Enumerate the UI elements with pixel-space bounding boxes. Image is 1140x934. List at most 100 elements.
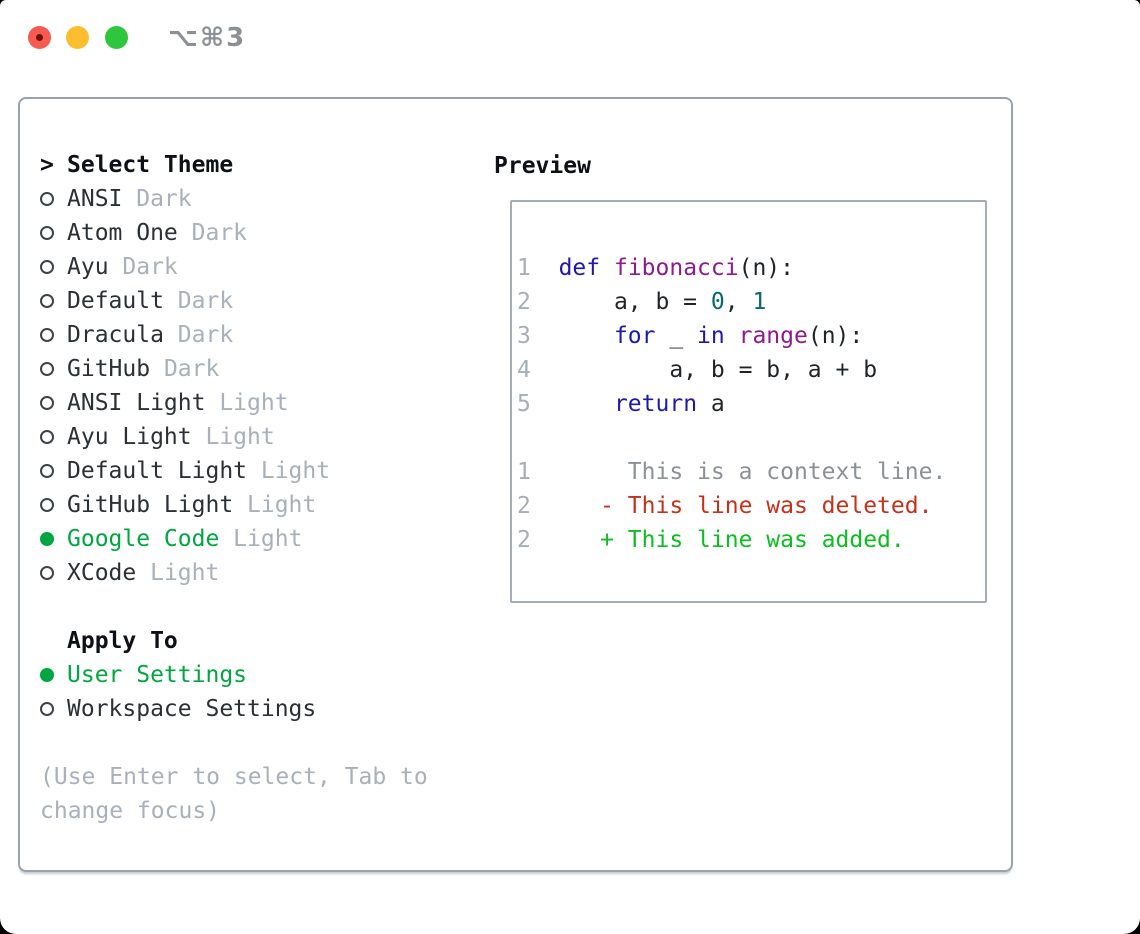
apply-to-header: Apply To xyxy=(40,624,428,658)
line-number: 3 xyxy=(517,323,531,349)
theme-variant-label: Light xyxy=(233,492,317,518)
preview-line: 5 return a xyxy=(517,387,946,421)
theme-option-atom-one-dark[interactable]: Atom One Dark xyxy=(40,216,428,250)
theme-variant-label: Dark xyxy=(150,356,220,382)
radio-circle-icon xyxy=(40,702,54,716)
preview-line: 2 - This line was deleted. xyxy=(517,489,946,523)
prompt-marker: > xyxy=(40,148,67,182)
keyboard-hint: (Use Enter to select, Tab to xyxy=(40,760,428,794)
theme-list-title: Select Theme xyxy=(67,152,234,178)
theme-variant-label: Light xyxy=(205,390,289,416)
theme-option-ayu-light-light[interactable]: Ayu Light Light xyxy=(40,420,428,454)
preview-box xyxy=(510,200,987,603)
code-token: def xyxy=(558,255,601,281)
theme-variant-label: Dark xyxy=(163,322,234,348)
keyboard-hint-text: change focus) xyxy=(40,798,221,824)
zoom-button[interactable] xyxy=(105,26,128,49)
radio-icon xyxy=(40,454,67,488)
radio-icon xyxy=(40,386,67,420)
theme-name: GitHub xyxy=(67,356,151,382)
apply-option-workspace-settings[interactable]: Workspace Settings xyxy=(40,692,428,726)
theme-name: Default xyxy=(67,288,164,314)
code-token: _ xyxy=(655,323,698,349)
theme-variant-label: Light xyxy=(247,458,331,484)
code-token xyxy=(725,323,739,349)
preview-line: 2 a, b = 0, 1 xyxy=(517,285,946,319)
radio-icon xyxy=(40,352,67,386)
preview-line: 1 This is a context line. xyxy=(517,455,946,489)
apply-option-user-settings[interactable]: User Settings xyxy=(40,658,428,692)
radio-icon xyxy=(40,420,67,454)
line-number: 1 xyxy=(517,459,531,485)
theme-option-default-light-light[interactable]: Default Light Light xyxy=(40,454,428,488)
code-token: range xyxy=(738,323,808,349)
line-number: 4 xyxy=(517,357,531,383)
selection-prompt-icon: > xyxy=(40,152,54,178)
code-token: in xyxy=(697,323,725,349)
code-token xyxy=(531,493,600,519)
code-token xyxy=(531,323,614,349)
theme-option-ayu-dark[interactable]: Ayu Dark xyxy=(40,250,428,284)
theme-option-ansi-light-light[interactable]: ANSI Light Light xyxy=(40,386,428,420)
theme-variant-label: Light xyxy=(219,526,303,552)
theme-option-github-light-light[interactable]: GitHub Light Light xyxy=(40,488,428,522)
preview-line: 1 def fibonacci(n): xyxy=(517,251,946,285)
apply-option-label: Workspace Settings xyxy=(67,696,317,722)
radio-circle-icon xyxy=(40,498,54,512)
code-token: 0 xyxy=(710,289,725,315)
radio-circle-icon xyxy=(40,668,54,682)
code-token: , xyxy=(724,289,753,315)
theme-name: Atom One xyxy=(67,220,178,246)
radio-icon xyxy=(40,318,67,352)
preview-line: 3 for _ in range(n): xyxy=(517,319,946,353)
radio-selected-icon xyxy=(40,522,67,556)
code-token: - This line was deleted. xyxy=(600,493,933,519)
theme-variant-label: Light xyxy=(136,560,220,586)
radio-icon xyxy=(40,182,67,216)
code-token: a xyxy=(697,391,725,417)
radio-circle-icon xyxy=(40,260,54,274)
code-token: a, b = b, a + b xyxy=(530,357,878,383)
radio-circle-icon xyxy=(40,226,54,240)
close-button[interactable] xyxy=(28,26,51,49)
code-token: fibonacci xyxy=(613,255,739,281)
theme-name: ANSI Light xyxy=(67,390,206,416)
theme-option-google-code-light[interactable]: Google Code Light xyxy=(40,522,428,556)
spacer-row xyxy=(40,590,428,624)
radio-circle-icon xyxy=(40,362,54,376)
theme-option-github-dark[interactable]: GitHub Dark xyxy=(40,352,428,386)
line-number: 2 xyxy=(517,289,531,315)
theme-name: Google Code xyxy=(67,526,220,552)
theme-name: GitHub Light xyxy=(67,492,234,518)
theme-option-xcode-light[interactable]: XCode Light xyxy=(40,556,428,590)
code-token: a, b = xyxy=(530,289,711,315)
theme-variant-label: Dark xyxy=(122,186,192,212)
preview-line: 4 a, b = b, a + b xyxy=(517,353,946,387)
radio-circle-icon xyxy=(40,430,54,444)
radio-circle-icon xyxy=(40,566,54,580)
radio-icon xyxy=(40,556,67,590)
theme-variant-label: Dark xyxy=(163,288,234,314)
line-number: 1 xyxy=(517,255,531,281)
theme-list-header: > Select Theme xyxy=(40,148,428,182)
radio-icon xyxy=(40,250,67,284)
radio-circle-icon xyxy=(40,396,54,410)
radio-icon xyxy=(40,216,67,250)
preview-blank-line xyxy=(517,421,946,455)
close-dot-icon xyxy=(36,34,43,41)
minimize-button[interactable] xyxy=(66,26,89,49)
code-token: + This line was added. xyxy=(600,527,905,553)
apply-to-marker xyxy=(40,624,67,658)
code-token xyxy=(531,255,559,281)
theme-option-dracula-dark[interactable]: Dracula Dark xyxy=(40,318,428,352)
line-number: 2 xyxy=(517,527,531,553)
code-token: return xyxy=(613,391,698,417)
preview-title: Preview xyxy=(494,153,591,179)
code-token xyxy=(600,255,614,281)
theme-option-ansi-dark[interactable]: ANSI Dark xyxy=(40,182,428,216)
theme-option-default-dark[interactable]: Default Dark xyxy=(40,284,428,318)
line-number: 2 xyxy=(517,493,531,519)
